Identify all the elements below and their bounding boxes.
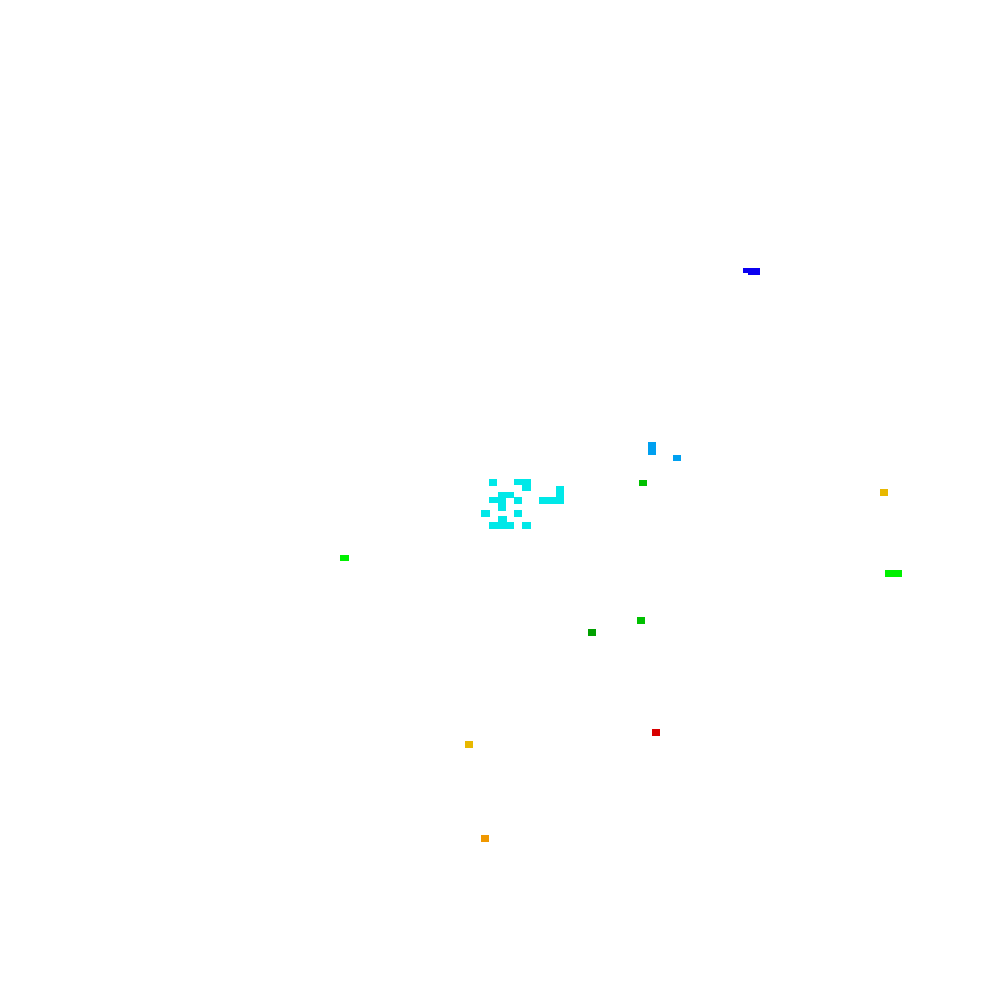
pixel-block-cyan-16 [498, 516, 507, 523]
pixel-block-cyan-8 [498, 492, 514, 498]
pixel-block-yellow-25 [465, 741, 473, 748]
pixel-block-cyan-10 [498, 497, 506, 511]
pixel-block-green-20 [637, 617, 645, 624]
pixel-block-cyan-17 [489, 522, 514, 529]
pixel-block-blue-1 [743, 268, 752, 273]
pixel-block-green-19 [639, 480, 647, 486]
pixel-block-cyan-14 [481, 510, 490, 517]
pixel-block-lime-22 [885, 570, 902, 577]
pixel-block-dark_green-23 [588, 629, 596, 636]
pixel-block-lime-21 [340, 555, 349, 561]
pixel-block-cyan-12 [556, 486, 564, 504]
pixel-block-red-27 [652, 729, 660, 736]
pixel-block-sky-4 [673, 455, 681, 461]
pixel-block-cyan-6 [514, 479, 531, 485]
pixel-block-blue-2 [748, 268, 760, 275]
pixel-block-cyan-18 [522, 522, 531, 529]
pixel-block-orange-26 [481, 835, 489, 842]
pixel-block-cyan-11 [514, 497, 522, 504]
pixel-block-cyan-15 [514, 510, 522, 517]
pixel-block-sky-3 [648, 442, 656, 455]
pixel-block-cyan-7 [522, 484, 531, 491]
pixel-block-cyan-9 [489, 497, 498, 503]
pixel-block-cyan-5 [489, 479, 497, 486]
pixel-block-cyan-13 [539, 497, 561, 504]
pixel-block-yellow-24 [880, 489, 888, 496]
